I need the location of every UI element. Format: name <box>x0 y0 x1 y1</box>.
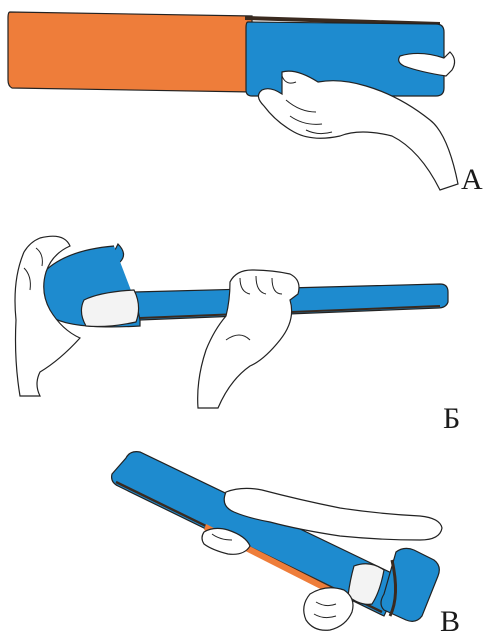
mat-fold-c <box>381 548 439 621</box>
panel-label-b: Б <box>443 404 460 434</box>
orange-mat <box>8 12 252 92</box>
panel-b-illustration <box>15 236 448 408</box>
hand-bottom-c <box>304 588 353 631</box>
panel-c-illustration <box>112 452 442 631</box>
panel-label-c: В <box>440 607 460 637</box>
panel-label-a: А <box>461 165 483 195</box>
panel-a-illustration <box>8 12 458 190</box>
